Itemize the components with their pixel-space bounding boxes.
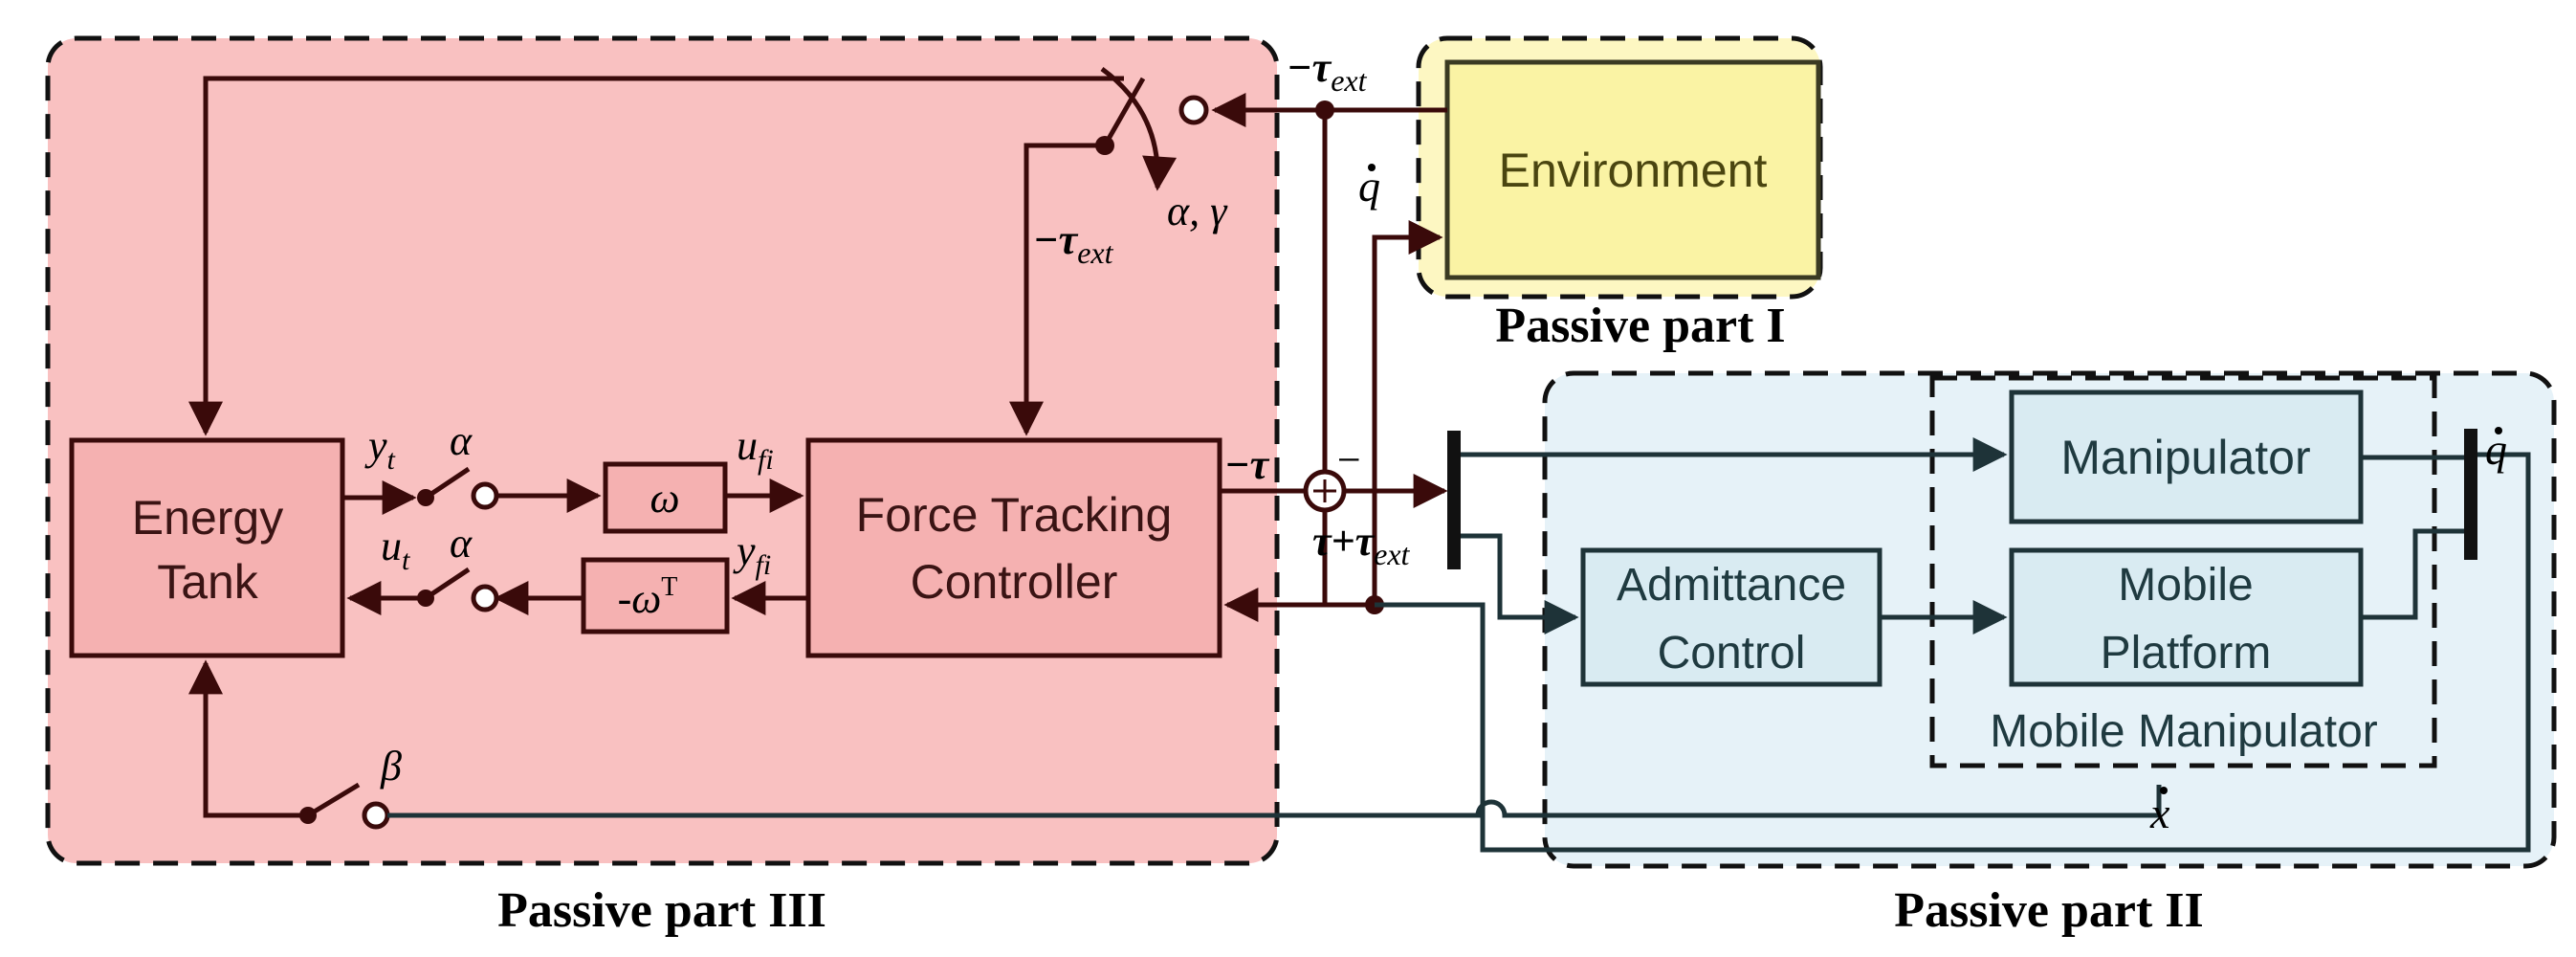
force-tracking-label-line2: Controller — [911, 555, 1118, 609]
u-t-label: ut — [381, 523, 410, 576]
mobile-platform-label-line2: Platform — [2101, 628, 2272, 679]
switch-beta-blade — [306, 782, 361, 818]
tau-plus-tau-ext-label: τ+τext — [1312, 518, 1411, 571]
switch-alpha-upper-contact — [471, 481, 499, 510]
energy-tank-block — [69, 437, 345, 658]
admittance-control-block — [1580, 547, 1882, 687]
passive-part-1-caption: Passive part I — [1495, 299, 1785, 353]
switch-alpha-gamma-contact — [1178, 95, 1209, 125]
mobile-platform-block — [2009, 547, 2364, 687]
alpha-lower-label: α — [450, 520, 473, 567]
neg-omega-transpose-block — [581, 557, 730, 634]
q-dot-to-environment-wire — [1372, 220, 1443, 605]
mobile-manipulator-group — [1929, 375, 2437, 768]
x-dot-label: x — [2149, 789, 2170, 837]
switch-beta-contact — [362, 801, 390, 830]
u-fi-label: ufi — [737, 422, 774, 476]
beta-label: β — [380, 743, 402, 790]
admittance-label-line2: Control — [1658, 628, 1806, 679]
passive-part-2-caption: Passive part II — [1894, 883, 2204, 938]
neg-tau-ext-top-label: −τext — [1287, 44, 1368, 98]
energy-tank-label-line2: Tank — [157, 555, 259, 609]
q-dot-top-dot — [1368, 164, 1376, 171]
neg-omega-transpose-label: -ωT — [618, 572, 678, 622]
neg-tau-label: −τ — [1224, 441, 1270, 488]
switch-alpha-lower-blade — [424, 567, 471, 601]
neg-tau-ext-to-controller-wire — [1009, 143, 1105, 436]
y-t-label: yt — [364, 422, 396, 476]
environment-label: Environment — [1499, 144, 1768, 197]
switch-alpha-upper-blade — [424, 466, 471, 501]
platform-to-bus-wire — [2361, 528, 2464, 620]
alpha-upper-label: α — [450, 417, 473, 464]
q-dot-right-label: q — [2485, 425, 2507, 474]
omega-label: ω — [650, 475, 679, 522]
manipulator-label: Manipulator — [2060, 431, 2310, 484]
manipulator-block — [2009, 389, 2364, 524]
alpha-gamma-label: α, γ — [1167, 188, 1228, 234]
switch-alpha-gamma-direction-arrow — [1100, 66, 1178, 191]
x-dot-dot — [2160, 787, 2168, 794]
neg-tau-ext-mid-label: −τext — [1033, 216, 1114, 270]
q-dot-right-dot — [2495, 427, 2502, 434]
x-dot-feedback-wire — [387, 785, 2162, 818]
energy-tank-feedback-wire — [188, 76, 1124, 436]
force-tracking-controller-block — [805, 437, 1222, 658]
q-dot-top-label: q — [1358, 162, 1380, 211]
force-tracking-label-line1: Force Tracking — [856, 488, 1173, 542]
mobile-manipulator-label: Mobile Manipulator — [1990, 706, 2378, 757]
summing-minus-label: − — [1334, 436, 1363, 483]
bus-to-admittance-wire — [1461, 533, 1579, 634]
switch-alpha-lower-contact — [471, 584, 499, 612]
switch-alpha-upper-pivot — [417, 489, 434, 506]
energy-tank-label-line1: Energy — [132, 491, 283, 545]
beta-feedback-wire — [188, 659, 308, 818]
switch-alpha-gamma-blade — [1102, 77, 1146, 147]
passive-part-3-caption: Passive part III — [497, 883, 826, 938]
y-fi-label: yfi — [733, 527, 771, 581]
mobile-platform-label-line1: Mobile — [2118, 560, 2253, 611]
environment-block — [1444, 59, 1821, 280]
admittance-label-line1: Admittance — [1617, 560, 1846, 611]
